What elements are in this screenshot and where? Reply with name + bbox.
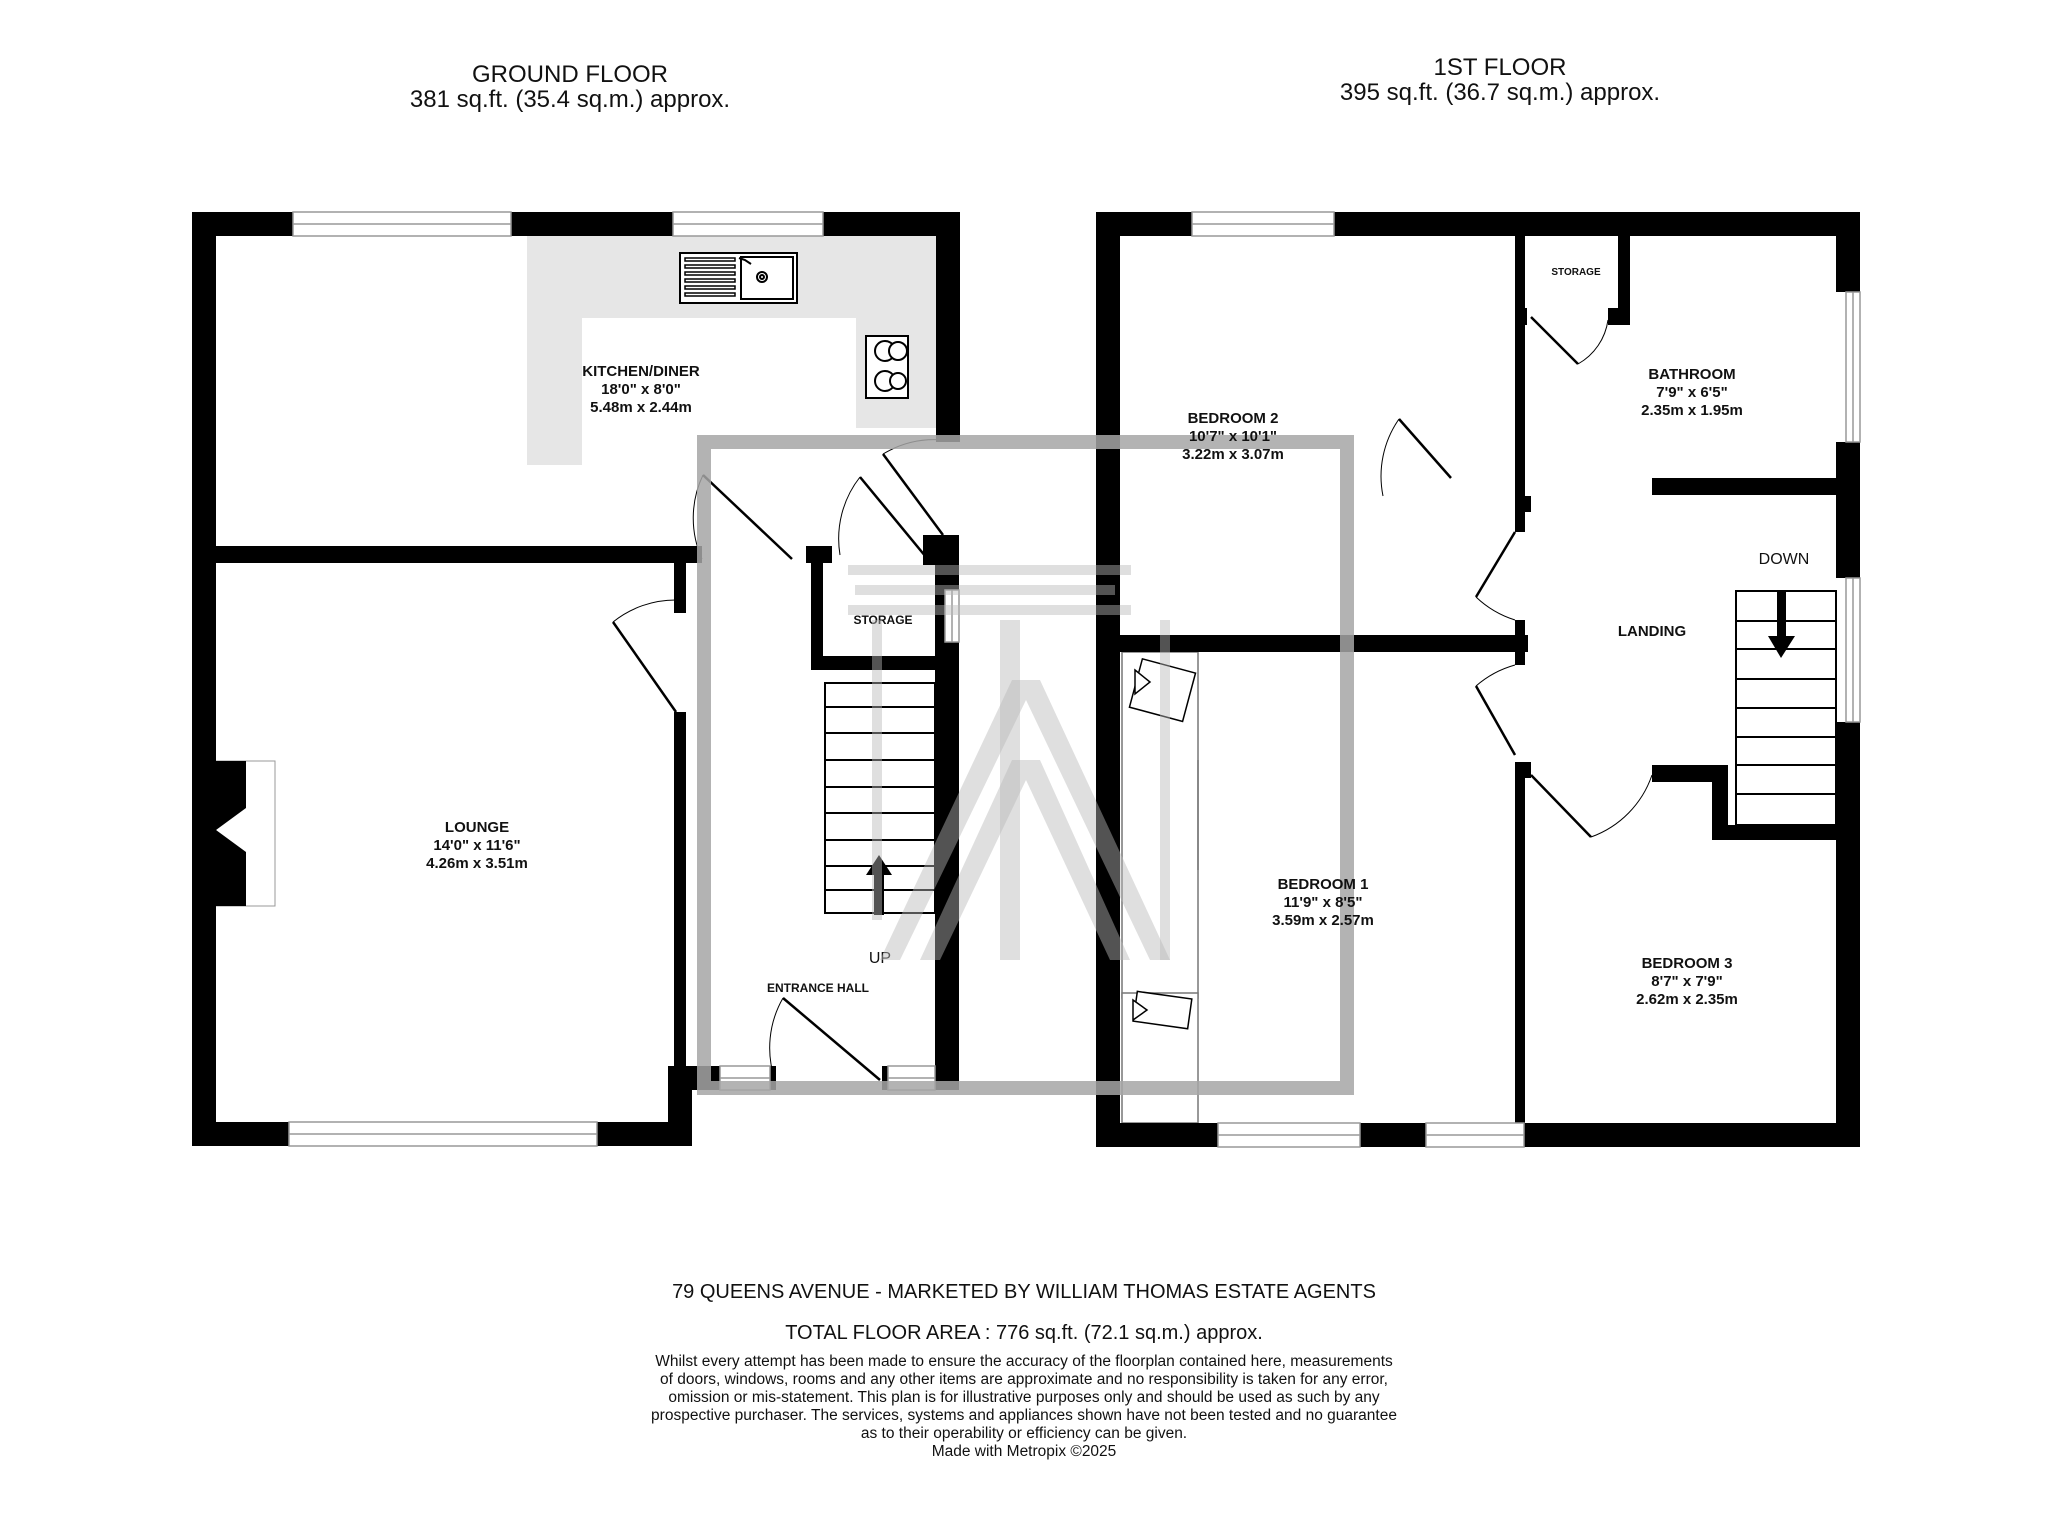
room-label-lounge: LOUNGE 14'0" x 11'6" 4.26m x 3.51m bbox=[426, 819, 528, 872]
svg-text:ENTRANCE HALL: ENTRANCE HALL bbox=[767, 981, 869, 995]
disclaimer-block: Whilst every attempt has been made to en… bbox=[0, 1353, 2048, 1461]
ground-floor-doors bbox=[611, 439, 945, 1081]
svg-text:3.22m x 3.07m: 3.22m x 3.07m bbox=[1182, 446, 1284, 463]
svg-text:BATHROOM: BATHROOM bbox=[1648, 366, 1735, 383]
property-marketing-line: 79 QUEENS AVENUE - MARKETED BY WILLIAM T… bbox=[672, 1281, 1376, 1303]
room-label-bedroom-2: BEDROOM 2 10'7" x 10'1" 3.22m x 3.07m bbox=[1182, 410, 1284, 463]
disclaimer-line: Whilst every attempt has been made to en… bbox=[655, 1353, 1393, 1370]
svg-text:STORAGE: STORAGE bbox=[1551, 267, 1601, 278]
fireplace-icon bbox=[215, 760, 276, 907]
svg-text:4.26m x 3.51m: 4.26m x 3.51m bbox=[426, 855, 528, 872]
svg-text:3.59m x 2.57m: 3.59m x 2.57m bbox=[1272, 912, 1374, 929]
metropix-credit: Made with Metropix ©2025 bbox=[931, 1443, 1117, 1460]
ground-floor-windows bbox=[288, 211, 960, 1147]
arrow-down-icon bbox=[1768, 592, 1795, 658]
room-label-storage-first: STORAGE bbox=[1551, 267, 1601, 278]
svg-text:BEDROOM 1: BEDROOM 1 bbox=[1278, 876, 1369, 893]
svg-text:8'7" x 7'9": 8'7" x 7'9" bbox=[1651, 973, 1722, 990]
arrow-up-icon bbox=[866, 855, 892, 915]
first-floor-windows bbox=[1191, 211, 1861, 1148]
ground-floor-area: 381 sq.ft. (35.4 sq.m.) approx. bbox=[409, 86, 731, 113]
first-floor-title: 1ST FLOOR bbox=[1433, 54, 1567, 81]
svg-text:5.48m x 2.44m: 5.48m x 2.44m bbox=[590, 399, 692, 416]
ground-floor-title: GROUND FLOOR bbox=[471, 61, 668, 88]
room-label-landing: LANDING bbox=[1618, 623, 1686, 640]
svg-text:KITCHEN/DINER: KITCHEN/DINER bbox=[582, 363, 700, 380]
stairs-down-label: DOWN bbox=[1759, 551, 1810, 568]
svg-text:14'0" x 11'6": 14'0" x 11'6" bbox=[433, 837, 520, 854]
ground-floor-header: GROUND FLOOR 381 sq.ft. (35.4 sq.m.) app… bbox=[370, 62, 770, 112]
room-label-bedroom-1: BEDROOM 1 11'9" x 8'5" 3.59m x 2.57m bbox=[1272, 876, 1374, 929]
hob-icon bbox=[865, 335, 909, 399]
svg-text:STORAGE: STORAGE bbox=[853, 613, 912, 627]
svg-text:BEDROOM 2: BEDROOM 2 bbox=[1188, 410, 1279, 427]
watermark-monogram bbox=[848, 565, 1170, 960]
ground-floor-walls bbox=[192, 212, 960, 1146]
room-label-entrance-hall: ENTRANCE HALL bbox=[767, 981, 869, 995]
disclaimer-line: omission or mis-statement. This plan is … bbox=[668, 1389, 1380, 1406]
svg-text:18'0" x 8'0": 18'0" x 8'0" bbox=[601, 381, 681, 398]
svg-text:LOUNGE: LOUNGE bbox=[445, 819, 509, 836]
first-floor-doors bbox=[1380, 316, 1653, 838]
total-floor-area: TOTAL FLOOR AREA : 776 sq.ft. (72.1 sq.m… bbox=[785, 1322, 1263, 1344]
svg-text:11'9" x 8'5": 11'9" x 8'5" bbox=[1284, 894, 1363, 911]
first-floor-header: 1ST FLOOR 395 sq.ft. (36.7 sq.m.) approx… bbox=[1270, 55, 1730, 105]
ground-floor-plan: KITCHEN/DINER 18'0" x 8'0" 5.48m x 2.44m… bbox=[192, 211, 960, 1147]
disclaimer-line: as to their operability or efficiency ca… bbox=[860, 1425, 1188, 1442]
svg-text:2.62m x 2.35m: 2.62m x 2.35m bbox=[1636, 991, 1738, 1008]
first-floor-plan bbox=[1096, 211, 1861, 1148]
svg-text:7'9" x 6'5": 7'9" x 6'5" bbox=[1656, 384, 1727, 401]
disclaimer-line: prospective purchaser. The services, sys… bbox=[651, 1407, 1397, 1424]
hanging-clothes-icon bbox=[1128, 657, 1197, 1030]
room-label-bedroom-3: BEDROOM 3 8'7" x 7'9" 2.62m x 2.35m bbox=[1636, 955, 1738, 1008]
disclaimer-line: of doors, windows, rooms and any other i… bbox=[659, 1371, 1388, 1388]
first-floor-area: 395 sq.ft. (36.7 sq.m.) approx. bbox=[1339, 79, 1661, 106]
sink-icon bbox=[679, 252, 798, 304]
stairs-up-label: UP bbox=[869, 950, 891, 967]
svg-text:2.35m x 1.95m: 2.35m x 1.95m bbox=[1641, 402, 1743, 419]
svg-text:BEDROOM 3: BEDROOM 3 bbox=[1642, 955, 1733, 972]
room-label-bathroom: BATHROOM 7'9" x 6'5" 2.35m x 1.95m bbox=[1641, 366, 1743, 419]
watermark-logo bbox=[697, 435, 1354, 1095]
room-label-storage-ground: STORAGE bbox=[853, 613, 912, 627]
room-label-kitchen-diner: KITCHEN/DINER 18'0" x 8'0" 5.48m x 2.44m bbox=[582, 363, 700, 416]
svg-text:LANDING: LANDING bbox=[1618, 623, 1686, 640]
svg-text:10'7" x 10'1": 10'7" x 10'1" bbox=[1189, 428, 1277, 445]
staircase-down bbox=[1735, 590, 1837, 826]
